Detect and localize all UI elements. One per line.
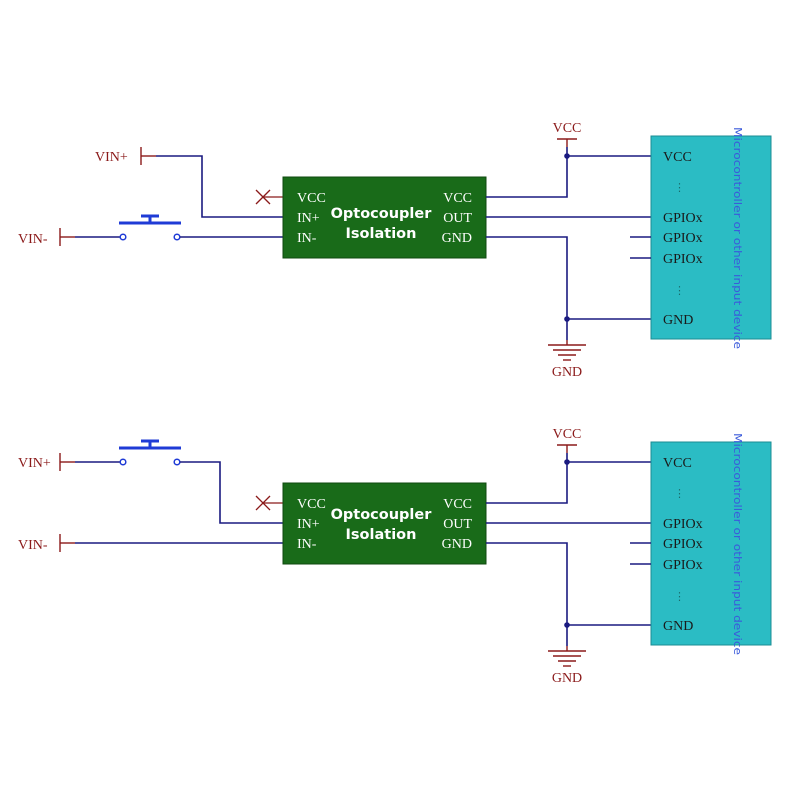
junction-gnd bbox=[564, 316, 570, 322]
mcu-dots-upper: ⋮ bbox=[674, 181, 685, 194]
vcc-supply-symbol: VCC bbox=[553, 427, 582, 453]
mcu-dots-upper: ⋮ bbox=[674, 487, 685, 500]
no-connect-mark bbox=[255, 495, 283, 511]
mcu-dots-lower: ⋮ bbox=[674, 590, 685, 603]
module-pin-vcc-in: VCC bbox=[297, 497, 326, 512]
module-pin-in-minus: IN- bbox=[297, 231, 317, 246]
mcu-caption: Microcontroller or other input device bbox=[731, 127, 744, 349]
vin-minus-label: VIN- bbox=[18, 232, 48, 247]
junction-gnd bbox=[564, 622, 570, 628]
wire-module-vcc-to-supply bbox=[486, 147, 568, 198]
vcc-supply-label: VCC bbox=[553, 427, 582, 442]
vin-minus-label: VIN- bbox=[18, 538, 48, 553]
microcontroller-body bbox=[650, 135, 772, 340]
mcu-pin-gpio-2: GPIOx bbox=[663, 537, 703, 552]
push-button-switch bbox=[119, 439, 181, 466]
module-title-line2: Isolation bbox=[346, 226, 417, 242]
no-connect-mark bbox=[255, 189, 283, 205]
module-pin-in-minus: IN- bbox=[297, 537, 317, 552]
ground-symbol: GND bbox=[548, 646, 586, 686]
wire-module-gnd-to-ground bbox=[486, 236, 568, 340]
optocoupler-module: VCC IN+ IN- VCC OUT GND Optocoupler Isol… bbox=[282, 482, 487, 565]
wire-module-gnd-to-ground bbox=[486, 542, 568, 646]
mcu-caption: Microcontroller or other input device bbox=[731, 433, 744, 655]
mcu-pin-vcc: VCC bbox=[663, 456, 692, 471]
ground-label: GND bbox=[552, 365, 582, 380]
mcu-pin-gpio-2: GPIOx bbox=[663, 231, 703, 246]
mcu-pin-gpio-3: GPIOx bbox=[663, 558, 703, 573]
microcontroller-block: VCC ⋮ GPIOx GPIOx GPIOx ⋮ GND Microcontr… bbox=[630, 433, 772, 655]
optocoupler-module: VCC IN+ IN- VCC OUT GND Optocoupler Isol… bbox=[282, 176, 487, 259]
mcu-pin-gpio-3: GPIOx bbox=[663, 252, 703, 267]
module-pin-in-plus: IN+ bbox=[297, 211, 320, 226]
vcc-supply-symbol: VCC bbox=[553, 121, 582, 147]
vin-minus-terminal: VIN- bbox=[18, 534, 75, 553]
microcontroller-body bbox=[650, 441, 772, 646]
module-title-line1: Optocoupler bbox=[331, 206, 433, 222]
module-pin-vcc-out: VCC bbox=[443, 497, 472, 512]
wire-switch-to-in-plus bbox=[180, 461, 283, 524]
mcu-pin-gnd: GND bbox=[663, 313, 693, 328]
module-title-line2: Isolation bbox=[346, 527, 417, 543]
mcu-pin-gpio-1: GPIOx bbox=[663, 211, 703, 226]
push-button-switch bbox=[119, 214, 181, 241]
vin-plus-terminal: VIN+ bbox=[18, 453, 75, 471]
module-pin-gnd: GND bbox=[442, 231, 472, 246]
module-title-line1: Optocoupler bbox=[331, 507, 433, 523]
circuit-bottom: VIN+ VIN- VCC bbox=[18, 427, 772, 686]
vin-minus-terminal: VIN- bbox=[18, 228, 75, 247]
junction-vcc bbox=[564, 459, 570, 465]
microcontroller-block: VCC ⋮ GPIOx GPIOx GPIOx ⋮ GND Microcontr… bbox=[630, 127, 772, 349]
module-pin-in-plus: IN+ bbox=[297, 517, 320, 532]
junction-vcc bbox=[564, 153, 570, 159]
mcu-dots-lower: ⋮ bbox=[674, 284, 685, 297]
mcu-pin-vcc: VCC bbox=[663, 150, 692, 165]
module-pin-gnd: GND bbox=[442, 537, 472, 552]
module-pin-vcc-in: VCC bbox=[297, 191, 326, 206]
module-pin-out: OUT bbox=[443, 517, 472, 532]
module-pin-out: OUT bbox=[443, 211, 472, 226]
ground-label: GND bbox=[552, 671, 582, 686]
optocoupler-body bbox=[282, 176, 487, 259]
optocoupler-body bbox=[282, 482, 487, 565]
vin-plus-label: VIN+ bbox=[95, 150, 128, 165]
module-pin-vcc-out: VCC bbox=[443, 191, 472, 206]
wire-module-vcc-to-supply bbox=[486, 453, 568, 504]
mcu-pin-gnd: GND bbox=[663, 619, 693, 634]
vcc-supply-label: VCC bbox=[553, 121, 582, 136]
vin-plus-terminal: VIN+ bbox=[95, 147, 156, 165]
wire-vin-plus-to-in-plus bbox=[156, 155, 283, 218]
vin-plus-label: VIN+ bbox=[18, 456, 51, 471]
circuit-top: VIN+ VIN- VCC bbox=[18, 121, 772, 380]
mcu-pin-gpio-1: GPIOx bbox=[663, 517, 703, 532]
ground-symbol: GND bbox=[548, 340, 586, 380]
